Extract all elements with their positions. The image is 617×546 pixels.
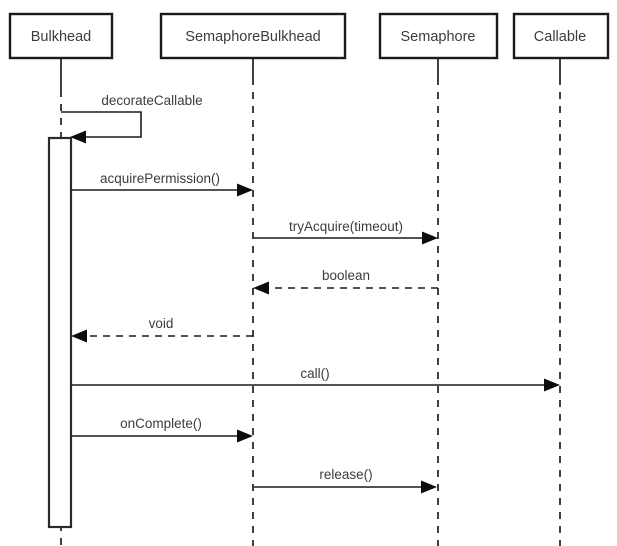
participant-box-callable[interactable] xyxy=(512,12,610,60)
message-boolean-return[interactable]: boolean xyxy=(253,268,438,295)
message-label-boolean-return: boolean xyxy=(322,268,370,283)
message-on-complete[interactable]: onComplete() xyxy=(71,416,253,443)
message-acquire-permission[interactable]: acquirePermission() xyxy=(71,171,253,197)
participant-box-bulkhead[interactable] xyxy=(8,12,114,60)
message-call[interactable]: call() xyxy=(71,366,560,392)
message-line-decorate-callable xyxy=(61,111,142,138)
participant-box-semaphore[interactable] xyxy=(378,12,499,60)
arrow-head-try-acquire xyxy=(422,231,438,245)
participant-box-semaphore-bulkhead[interactable] xyxy=(159,12,347,60)
message-label-release: release() xyxy=(319,467,372,482)
arrow-head-on-complete xyxy=(237,429,253,443)
message-label-call: call() xyxy=(300,366,329,381)
participant-label-callable: Callable xyxy=(534,29,586,45)
arrow-head-void-return xyxy=(71,329,87,343)
message-try-acquire[interactable]: tryAcquire(timeout) xyxy=(254,219,438,245)
message-release[interactable]: release() xyxy=(254,467,437,494)
message-label-decorate-callable: decorateCallable xyxy=(101,93,202,108)
participant-label-bulkhead: Bulkhead xyxy=(31,29,91,45)
arrow-head-release xyxy=(421,480,437,494)
message-label-try-acquire: tryAcquire(timeout) xyxy=(289,219,403,234)
participant-semaphore[interactable]: Semaphore xyxy=(378,12,499,60)
arrow-head-decorate-callable xyxy=(70,130,86,144)
arrow-head-acquire-permission xyxy=(237,183,253,197)
participant-semaphore-bulkhead[interactable]: SemaphoreBulkhead xyxy=(159,12,347,60)
message-void-return[interactable]: void xyxy=(71,316,253,343)
activation-bar-bulkhead xyxy=(47,136,73,529)
message-label-void-return: void xyxy=(149,316,174,331)
arrow-head-boolean-return xyxy=(253,281,269,295)
participant-callable[interactable]: Callable xyxy=(512,12,610,60)
message-decorate-callable[interactable]: decorateCallable xyxy=(61,93,203,144)
participant-label-semaphore-bulkhead: SemaphoreBulkhead xyxy=(185,29,320,45)
arrow-head-call xyxy=(544,378,560,392)
message-label-acquire-permission: acquirePermission() xyxy=(100,171,220,186)
participant-bulkhead[interactable]: Bulkhead xyxy=(8,12,114,60)
participant-label-semaphore: Semaphore xyxy=(401,29,476,45)
message-label-on-complete: onComplete() xyxy=(120,416,202,431)
lifelines-group xyxy=(60,57,561,546)
